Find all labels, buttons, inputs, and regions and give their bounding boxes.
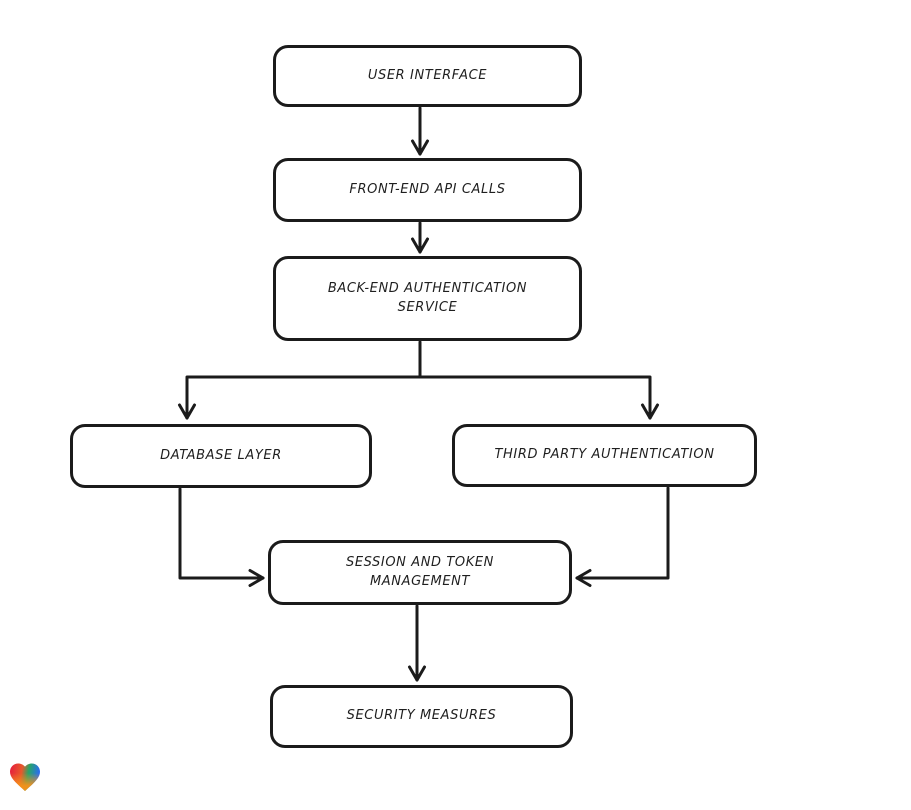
node-label: SECURITY MEASURES — [346, 708, 497, 724]
node-label: THIRD PARTY AUTHENTICATION — [494, 447, 715, 463]
node-third-party-authentication: THIRD PARTY AUTHENTICATION — [452, 424, 757, 487]
node-user-interface: USER INTERFACE — [273, 45, 582, 107]
node-security-measures: SECURITY MEASURES — [270, 685, 573, 748]
gradient-heart-icon[interactable] — [7, 759, 43, 795]
edge-back-end-authentication-service-to-third-party-authentication — [418, 375, 659, 420]
node-database-layer: DATABASE LAYER — [70, 424, 372, 488]
node-label: FRONT-END API CALLS — [349, 181, 506, 197]
node-front-end-api-calls: FRONT-END API CALLS — [273, 158, 582, 222]
node-label: USER INTERFACE — [367, 67, 488, 83]
node-label: SESSION AND TOKEN MANAGEMENT — [345, 554, 495, 589]
edge-third-party-authentication-to-session-and-token-management — [575, 486, 670, 587]
edge-back-end-authentication-service-to-database-layer — [178, 375, 422, 420]
edge-database-layer-to-session-and-token-management — [178, 487, 265, 587]
node-label: BACK-END AUTHENTICATION SERVICE — [327, 280, 528, 315]
node-back-end-authentication-service: BACK-END AUTHENTICATION SERVICE — [273, 256, 582, 341]
node-session-and-token-management: SESSION AND TOKEN MANAGEMENT — [268, 540, 572, 605]
node-label: DATABASE LAYER — [160, 447, 282, 463]
